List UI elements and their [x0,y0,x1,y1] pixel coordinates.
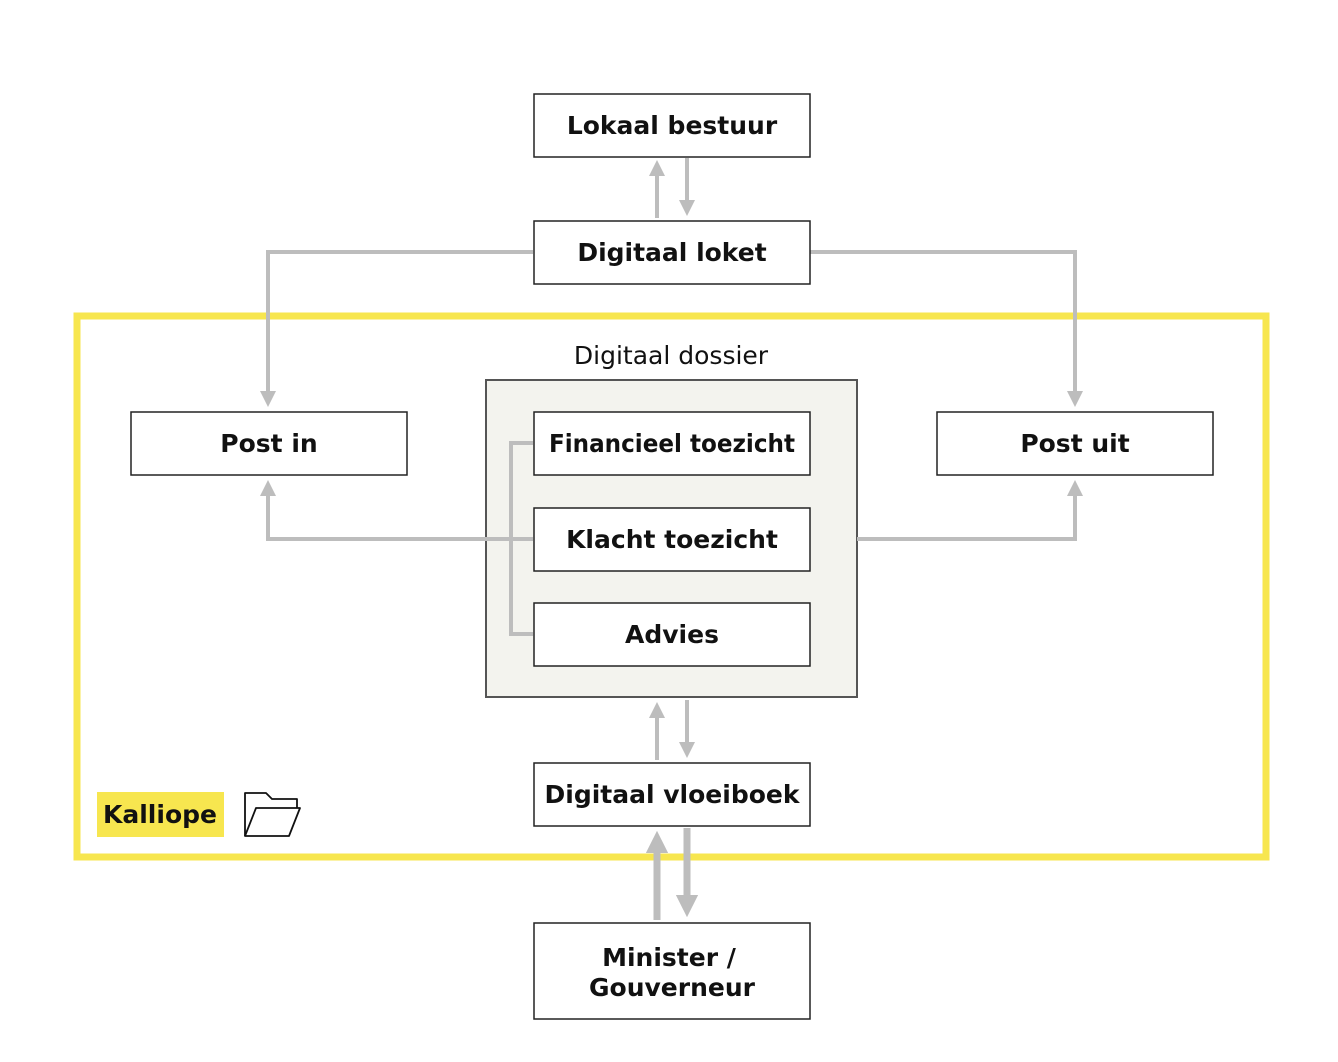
node-digitaal-vloeiboek-label: Digitaal vloeiboek [545,780,801,809]
arrow-loket-to-post-uit [810,250,1083,407]
node-post-uit-label: Post uit [1020,429,1129,458]
node-minister-gouverneur: Minister / Gouverneur [533,922,811,1020]
node-advies-label: Advies [625,620,719,649]
folder-open-icon [244,792,301,837]
node-digitaal-loket-label: Digitaal loket [577,238,766,267]
node-klacht-toezicht: Klacht toezicht [533,507,811,572]
kalliope-label: Kalliope [97,792,224,837]
node-advies: Advies [533,602,811,667]
node-digitaal-loket: Digitaal loket [533,220,811,285]
node-financieel-toezicht-label: Financieel toezicht [549,429,795,458]
node-lokaal-bestuur-label: Lokaal bestuur [567,111,778,140]
arrow-dossier-to-post-uit [857,480,1083,541]
node-post-in: Post in [130,411,408,476]
arrow-loket-to-post-in [260,250,533,407]
node-digitaal-vloeiboek: Digitaal vloeiboek [533,762,811,827]
node-post-uit: Post uit [936,411,1214,476]
kalliope-label-text: Kalliope [103,800,217,829]
kalliope-container [73,312,1270,861]
arrow-klacht-to-post-in [260,480,533,541]
dossier-items-bracket [509,441,533,636]
node-financieel-toezicht: Financieel toezicht [533,411,811,476]
node-post-in-label: Post in [220,429,317,458]
dossier-title: Digitaal dossier [574,341,769,370]
node-minister-line2: Gouverneur [589,973,756,1002]
node-minister-line1: Minister / [602,943,737,972]
node-lokaal-bestuur: Lokaal bestuur [533,93,811,158]
node-klacht-toezicht-label: Klacht toezicht [566,525,778,554]
connectors [260,158,1083,920]
